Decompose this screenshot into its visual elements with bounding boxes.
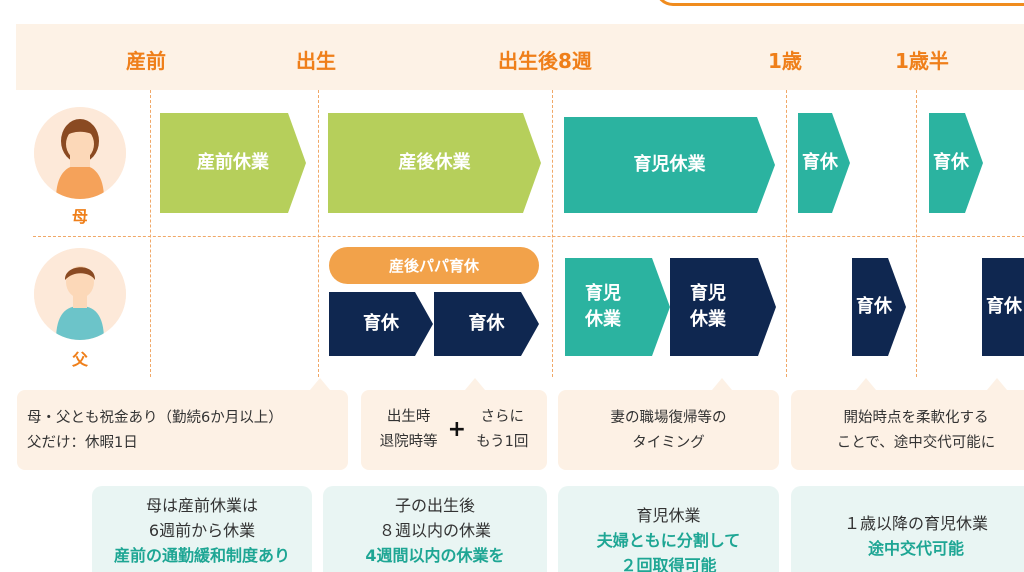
note-bonus: 母・父とも祝金あり（勤続6か月以上） 父だけ：休暇1日 [17,390,348,470]
mother-childcare-leave-block: 育児休業 [564,117,775,213]
note-two-times-left: 出生時 退院時等 [380,405,438,456]
info-card-postnatal: 子の出生後 ８週以内の休業 4週間以内の休業を [323,486,547,572]
info-text: 育児休業 [636,506,701,525]
plus-icon: + [447,416,467,442]
mother-leave-block: 育休 [929,113,983,213]
timeline-label-1-5year: 1歳半 [895,49,949,73]
info-card-prenatal: 母は産前休業は 6週前から休業 産前の通勤緩和制度あり [92,486,312,572]
note-text: 開始時点を柔軟化する [843,410,989,426]
info-highlight: 途中交代可能 [867,538,964,558]
info-card-after-1year: １歳以降の育児休業 途中交代可能 [791,486,1024,572]
note-return-timing: 妻の職場復帰等の タイミング [558,390,779,470]
timeline-label-prenatal: 産前 [126,49,166,73]
info-text: 母は産前休業は [145,496,258,515]
info-text: １歳以降の育児休業 [843,514,988,533]
father-icon [34,248,126,340]
note-text: さらに [480,408,524,425]
note-text: ことで、途中交代可能に [836,435,996,452]
mother-prenatal-leave-block: 産前休業 [160,113,306,213]
timeline-divider [318,90,319,377]
timeline-header [16,24,1024,90]
timeline-label-birth: 出生 [296,49,336,73]
father-leave-block: 育休 [852,258,906,356]
mother-leave-block: 育休 [798,113,850,213]
info-text: 6週前から休業 [148,520,256,540]
father-childcare-split-block: 育児 休業 [565,258,670,356]
note-text: 出生時 [386,408,431,425]
info-highlight: 産前の通勤緩和制度あり [113,545,290,565]
note-pointer [987,378,1007,390]
mother-label: 母 [72,207,89,226]
timeline-divider [150,90,151,377]
father-leave-block: 育休 [982,258,1024,356]
info-card-childcare: 育児休業 夫婦ともに分割して ２回取得可能 [558,486,779,572]
top-decoration-bar [655,0,1024,6]
timeline-label-8weeks: 出生後8週 [498,49,592,73]
note-pointer [712,378,732,390]
note-text: もう1回 [476,434,529,450]
note-bonus-line2: 父だけ：休暇1日 [27,435,138,452]
note-flexible-start: 開始時点を柔軟化する ことで、途中交代可能に [791,390,1024,470]
note-two-times: 出生時 退院時等 + さらに もう1回 [361,390,547,470]
note-pointer [856,378,876,390]
info-highlight: ２回取得可能 [620,555,717,572]
row-divider [33,236,1024,237]
papa-leave-pill: 産後パパ育休 [329,247,539,284]
note-text: 妻の職場復帰等の [610,410,727,426]
note-pointer [465,378,485,390]
father-avatar [34,248,126,340]
info-highlight: 夫婦ともに分割して [596,530,741,550]
note-text: 退院時等 [379,434,438,450]
father-leave-block: 育休 [329,292,433,356]
info-highlight: 4週間以内の休業を [365,545,505,565]
note-pointer [310,378,330,390]
timeline-divider [786,90,787,377]
mother-icon [34,107,126,199]
father-label: 父 [72,350,89,369]
father-leave-block: 育休 [434,292,539,356]
mother-postnatal-leave-block: 産後休業 [328,113,541,213]
mother-avatar [34,107,126,199]
timeline-divider [916,90,917,377]
timeline-divider [552,90,553,377]
info-text: 子の出生後 [394,496,475,515]
father-childcare-split-block: 育児 休業 [670,258,776,356]
note-text: タイミング [632,435,705,452]
note-two-times-right: さらに もう1回 [476,405,528,456]
info-text: ８週以内の休業 [378,520,491,540]
timeline-label-1year: 1歳 [768,49,802,73]
note-bonus-line1: 母・父とも祝金あり（勤続6か月以上） [27,410,283,426]
